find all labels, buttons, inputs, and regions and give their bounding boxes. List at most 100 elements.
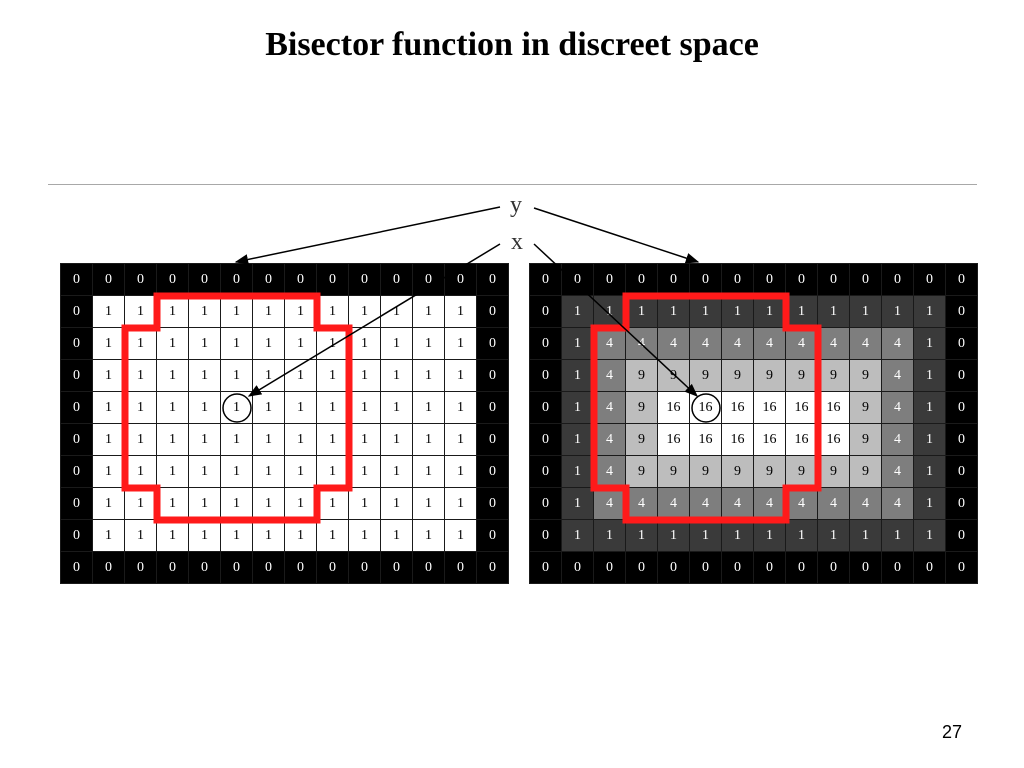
grid-cell: 0 — [914, 264, 945, 295]
grid-cell: 4 — [626, 328, 657, 359]
grid-cell: 1 — [445, 328, 476, 359]
grid-cell: 1 — [157, 488, 188, 519]
grid-cell: 1 — [349, 488, 380, 519]
grid-cell: 0 — [477, 520, 508, 551]
grid-cell: 0 — [530, 392, 561, 423]
grid-cell: 1 — [914, 488, 945, 519]
grid-cell: 1 — [562, 296, 593, 327]
grid-cell: 0 — [530, 360, 561, 391]
grid-cell: 1 — [317, 296, 348, 327]
grid-cell: 1 — [914, 360, 945, 391]
grid-cell: 1 — [722, 520, 753, 551]
grid-cell: 1 — [93, 456, 124, 487]
grid-cell: 1 — [189, 488, 220, 519]
grid-cell: 1 — [317, 520, 348, 551]
grid-cell: 1 — [413, 328, 444, 359]
grid-cell: 1 — [626, 296, 657, 327]
grid-cell: 0 — [349, 264, 380, 295]
grid-cell: 0 — [317, 552, 348, 583]
grid-cell: 0 — [285, 552, 316, 583]
grid-cell: 1 — [690, 296, 721, 327]
grid-cell: 1 — [253, 392, 284, 423]
grid-cell: 1 — [626, 520, 657, 551]
grid-cell: 0 — [413, 264, 444, 295]
grid-cell: 1 — [690, 520, 721, 551]
grid-cell: 1 — [285, 328, 316, 359]
grid-cell: 0 — [626, 264, 657, 295]
grid-cell: 0 — [157, 552, 188, 583]
grid-cell: 1 — [381, 328, 412, 359]
grid-cell: 0 — [61, 456, 92, 487]
grid-cell: 1 — [914, 520, 945, 551]
grid-cell: 1 — [349, 520, 380, 551]
label-x: x — [511, 229, 523, 255]
grid-cell: 1 — [562, 424, 593, 455]
grid-cell: 9 — [850, 424, 881, 455]
grid-cell: 1 — [221, 456, 252, 487]
grid-cell: 1 — [157, 296, 188, 327]
grid-cell: 0 — [530, 328, 561, 359]
grid-cell: 0 — [61, 424, 92, 455]
grid-cell: 0 — [594, 264, 625, 295]
grid-cell: 1 — [850, 296, 881, 327]
grid-cell: 0 — [61, 328, 92, 359]
grid-cell: 1 — [914, 328, 945, 359]
grid-cell: 1 — [189, 328, 220, 359]
grid-cell: 4 — [722, 488, 753, 519]
grid-cell: 1 — [381, 456, 412, 487]
grid-cell: 4 — [850, 488, 881, 519]
label-y: y — [510, 192, 522, 218]
grid-cell: 1 — [189, 520, 220, 551]
grid-cell: 0 — [477, 488, 508, 519]
grid-cell: 1 — [221, 360, 252, 391]
grid-cell: 1 — [93, 296, 124, 327]
grid-cell: 1 — [349, 456, 380, 487]
grid-cell: 0 — [818, 552, 849, 583]
grid-cell: 1 — [445, 488, 476, 519]
grid-cell: 0 — [530, 520, 561, 551]
grid-cell: 4 — [594, 488, 625, 519]
grid-cell: 1 — [285, 296, 316, 327]
grid-cell: 1 — [562, 392, 593, 423]
grid-cell: 1 — [125, 424, 156, 455]
grid-cell: 9 — [626, 360, 657, 391]
grid-cell: 1 — [317, 328, 348, 359]
grid-cell: 1 — [818, 296, 849, 327]
grid-cell: 9 — [658, 360, 689, 391]
grid-cell: 1 — [221, 328, 252, 359]
grid-cell: 1 — [125, 392, 156, 423]
grid-cell: 1 — [317, 424, 348, 455]
grid-cell: 9 — [690, 456, 721, 487]
grid-cell: 9 — [818, 456, 849, 487]
grid-cell: 1 — [381, 296, 412, 327]
grid-cell: 0 — [786, 264, 817, 295]
grid-cell: 1 — [125, 456, 156, 487]
grid-cell: 1 — [349, 360, 380, 391]
grid-cell: 0 — [477, 264, 508, 295]
grid-cell: 1 — [850, 520, 881, 551]
grid-cell: 0 — [946, 296, 977, 327]
grid-cell: 1 — [786, 520, 817, 551]
grid-cell: 0 — [189, 264, 220, 295]
grid-cell: 0 — [530, 424, 561, 455]
grid-cell: 1 — [285, 360, 316, 391]
grid-cell: 4 — [594, 392, 625, 423]
grid-cell: 1 — [594, 520, 625, 551]
grid-cell: 0 — [722, 552, 753, 583]
grid-cell: 9 — [786, 456, 817, 487]
grid-cell: 0 — [530, 456, 561, 487]
grid-cell: 0 — [690, 264, 721, 295]
grid-cell: 1 — [445, 520, 476, 551]
page-number: 27 — [941, 722, 962, 742]
grid-cell: 1 — [93, 392, 124, 423]
grid-cell: 1 — [253, 488, 284, 519]
grid-cell: 1 — [285, 488, 316, 519]
grid-cell: 4 — [690, 328, 721, 359]
grid-cell: 4 — [722, 328, 753, 359]
grid-cell: 0 — [658, 552, 689, 583]
grid-cell: 1 — [594, 296, 625, 327]
grid-cell: 16 — [754, 392, 785, 423]
grid-cell: 0 — [285, 264, 316, 295]
grid-cell: 9 — [722, 456, 753, 487]
grid-cell: 1 — [221, 520, 252, 551]
